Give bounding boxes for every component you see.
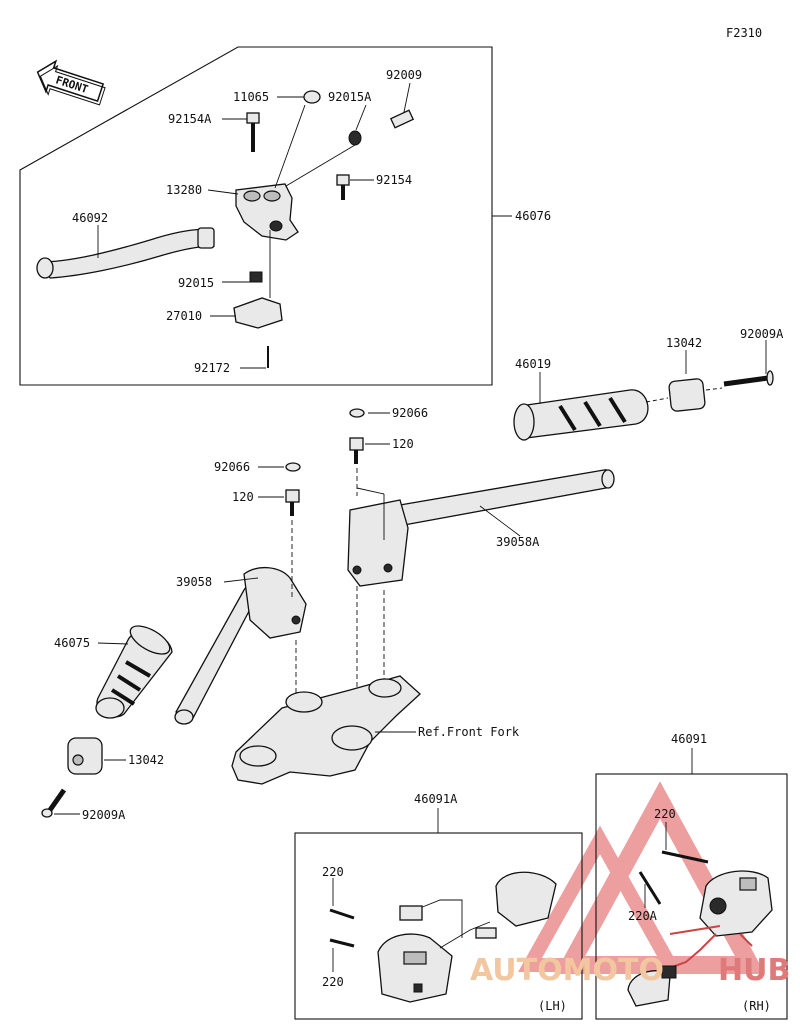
label-13042-left: 13042 bbox=[128, 753, 164, 767]
grip-46075 bbox=[95, 625, 173, 719]
label-92154: 92154 bbox=[376, 173, 412, 187]
grip-46019 bbox=[513, 389, 649, 441]
adjuster-92009 bbox=[389, 109, 415, 129]
lever-holder bbox=[235, 183, 299, 241]
washer-92015a bbox=[348, 130, 362, 146]
bolt-120-b bbox=[285, 489, 300, 516]
label-92015: 92015 bbox=[178, 276, 214, 290]
label-46076: 46076 bbox=[515, 209, 551, 223]
bolt-paths bbox=[291, 468, 385, 735]
label-220-r1: 220 bbox=[654, 807, 676, 821]
label-46091: 46091 bbox=[671, 732, 707, 746]
rh-switch-frame bbox=[595, 773, 788, 1020]
screw-92009a-left bbox=[41, 788, 67, 818]
label-13280: 13280 bbox=[166, 183, 202, 197]
label-220a: 220A bbox=[628, 909, 658, 923]
handlebar-39058 bbox=[174, 567, 307, 725]
bolt-92154a bbox=[246, 112, 260, 152]
label-220-l2: 220 bbox=[322, 975, 344, 989]
switch-27010 bbox=[233, 297, 283, 329]
label-46075: 46075 bbox=[54, 636, 90, 650]
label-92172: 92172 bbox=[194, 361, 230, 375]
label-39058a: 39058A bbox=[496, 535, 540, 549]
washer-92066-a bbox=[349, 408, 365, 418]
label-92154a: 92154A bbox=[168, 112, 212, 126]
label-rh: (RH) bbox=[742, 999, 771, 1013]
label-ref-front-fork: Ref.Front Fork bbox=[418, 725, 520, 739]
bar-end-13042-left bbox=[67, 737, 103, 775]
label-11065: 11065 bbox=[233, 90, 269, 104]
label-lh: (LH) bbox=[538, 999, 567, 1013]
screw-220-l2 bbox=[329, 938, 355, 948]
label-92015a: 92015A bbox=[328, 90, 372, 104]
leaders-lever bbox=[97, 82, 512, 369]
rh-switch-housing bbox=[627, 870, 773, 1007]
bolt-92154 bbox=[336, 174, 350, 200]
watermark-text-right: HUB bbox=[718, 953, 790, 988]
label-92009-top: 92009 bbox=[386, 68, 422, 82]
bolt-120-a bbox=[349, 437, 364, 464]
label-120-a: 120 bbox=[392, 437, 414, 451]
label-46091a: 46091A bbox=[414, 792, 458, 806]
watermark-logo bbox=[518, 781, 766, 974]
label-220-l1: 220 bbox=[322, 865, 344, 879]
screw-220-l1 bbox=[329, 908, 355, 920]
lh-switch-housing bbox=[377, 871, 557, 1003]
screw-92009a-right bbox=[723, 370, 774, 387]
label-120-b: 120 bbox=[232, 490, 254, 504]
label-92009a-left: 92009A bbox=[82, 808, 126, 822]
cap-11065 bbox=[303, 90, 321, 104]
screw-220a bbox=[638, 871, 662, 905]
label-92009a-right: 92009A bbox=[740, 327, 784, 341]
label-92066-b: 92066 bbox=[214, 460, 250, 474]
washer-92066-b bbox=[285, 462, 301, 472]
label-13042-right: 13042 bbox=[666, 336, 702, 350]
label-27010: 27010 bbox=[166, 309, 202, 323]
bar-end-13042-right bbox=[668, 378, 706, 412]
figure-code: F2310 bbox=[726, 26, 762, 40]
label-39058: 39058 bbox=[176, 575, 212, 589]
lh-switch-frame bbox=[294, 832, 583, 1020]
label-92066-a: 92066 bbox=[392, 406, 428, 420]
nut-92015 bbox=[249, 271, 263, 283]
handlebar-39058a bbox=[347, 469, 615, 587]
clutch-lever bbox=[36, 227, 215, 279]
label-46019: 46019 bbox=[515, 357, 551, 371]
watermark-text-left: AUTOMOTO bbox=[470, 953, 664, 988]
front-arrow-icon: FRONT bbox=[36, 59, 106, 106]
screw-220-r1 bbox=[661, 850, 709, 864]
label-46092: 46092 bbox=[72, 211, 108, 225]
triple-clamp bbox=[231, 675, 421, 785]
